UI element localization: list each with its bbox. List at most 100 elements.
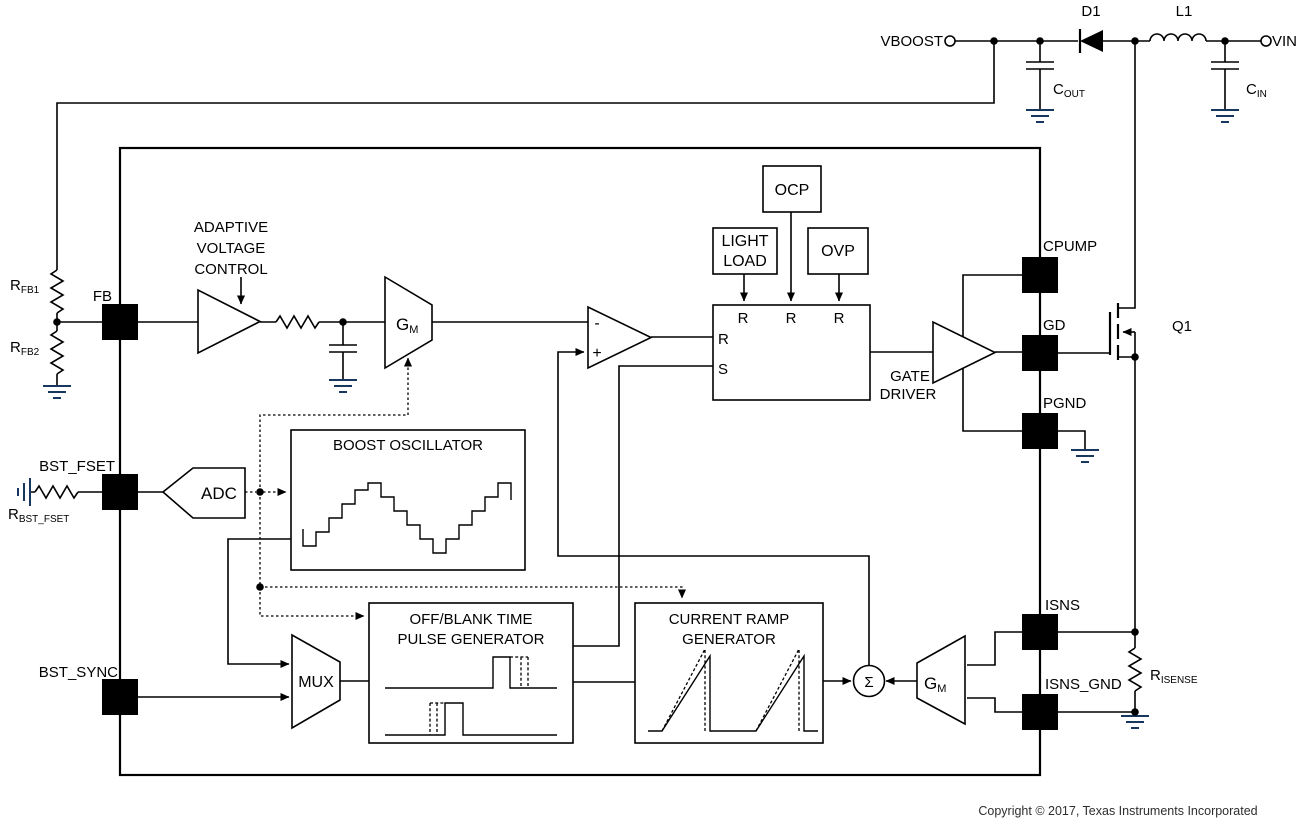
wire — [138, 321, 385, 380]
capacitor-cin — [1210, 61, 1240, 123]
adc-block — [161, 467, 246, 519]
latch-reset-label-1: R — [738, 310, 749, 327]
capacitor-plates-icon — [1211, 61, 1239, 70]
inductor-coil-icon — [1149, 33, 1207, 42]
staircase-wave-icon — [302, 482, 512, 554]
junction-dot — [256, 583, 264, 591]
ground-icon — [42, 385, 72, 399]
d1-label: D1 — [1081, 3, 1100, 20]
gm1-label: GM — [396, 315, 418, 336]
pulse-wave-icon — [385, 702, 557, 736]
risense-label: RISENSE — [1150, 667, 1198, 686]
junction-dot — [1221, 37, 1229, 45]
resistor-rbst-fset — [17, 477, 79, 507]
pin-pgnd — [1022, 413, 1058, 449]
wire — [1058, 430, 1086, 450]
latch-s-input-label: S — [718, 361, 728, 378]
resistor-rfb2 — [42, 330, 72, 399]
pgnd-pin-label: PGND — [1043, 395, 1087, 412]
latch-r-input-label: R — [718, 331, 729, 348]
isns-gnd-pin-label: ISNS_GND — [1045, 676, 1122, 693]
sawtooth-wave-dashed-icon — [661, 648, 800, 732]
wire — [432, 321, 1022, 353]
ocp-block — [762, 165, 822, 213]
ground-icon — [1025, 109, 1055, 123]
inductor-l1 — [1149, 33, 1207, 42]
offblank-generator-block — [368, 602, 574, 744]
junction-dot — [1131, 628, 1139, 636]
oscillator-waveform — [302, 482, 512, 554]
ic-pins — [102, 257, 1058, 730]
junction-dot — [53, 318, 61, 326]
junction-dots — [53, 37, 1229, 716]
ocp-label: OCP — [775, 182, 810, 199]
pin-bst-fset — [102, 474, 138, 510]
light-load-label-line2: LOAD — [723, 253, 767, 270]
wire — [967, 631, 1022, 713]
avc-amplifier-triangle — [197, 288, 262, 355]
adc-label: ADC — [201, 484, 237, 503]
latch-reset-label-3: R — [834, 310, 845, 327]
pgnd-ground-icon — [1070, 449, 1100, 463]
gate-driver-label-line2: DRIVER — [880, 386, 937, 403]
fb-pin-label: FB — [93, 288, 112, 305]
q1-source-wire — [1118, 332, 1136, 632]
ground-icon — [1120, 715, 1150, 729]
wire — [56, 313, 102, 386]
resistor-zigzag-icon — [49, 330, 65, 375]
q1-label: Q1 — [1172, 318, 1192, 335]
s-input-wire — [573, 365, 713, 647]
comparator-plus-label: + — [592, 345, 601, 362]
diode-d1 — [1078, 29, 1103, 53]
ovp-block — [807, 227, 869, 275]
wire — [1058, 631, 1136, 716]
wire — [1039, 41, 1226, 110]
avc-label-line1: ADAPTIVE — [194, 219, 268, 236]
junction-dot — [1131, 353, 1139, 361]
sum-to-comparator-wire — [557, 348, 870, 665]
rfb2-label: RFB2 — [10, 339, 40, 358]
resistor-zigzag-icon — [34, 484, 79, 500]
vin-label: VIN — [1272, 33, 1297, 50]
ic-boundary-box — [118, 146, 1042, 777]
mux-label: MUX — [298, 674, 334, 691]
cin-label: CIN — [1246, 81, 1267, 100]
ovp-label: OVP — [821, 243, 855, 260]
resistor-rfb1 — [49, 269, 65, 314]
gm-amplifier-block — [384, 275, 433, 370]
vin-terminal — [1260, 35, 1272, 47]
ground-icon — [1210, 109, 1240, 123]
light-load-block — [712, 227, 778, 275]
pulse-wave-dashed-icon — [510, 656, 529, 688]
pin-isns — [1022, 614, 1058, 650]
gate-driver-label-line1: GATE — [890, 368, 930, 385]
adc-dotted-net — [245, 357, 686, 620]
pulse-wave-icon — [385, 656, 557, 689]
boost-oscillator-block — [290, 429, 526, 571]
q1-drain-wire — [1118, 41, 1136, 309]
resistor-zigzag-icon — [275, 314, 320, 330]
sigma-label: Σ — [864, 674, 873, 691]
internal-comp-capacitor — [328, 344, 358, 393]
offblank-title-line1: OFF/BLANK TIME — [409, 611, 532, 628]
ramp-waveforms — [648, 648, 818, 732]
comparator-minus-label: - — [594, 315, 599, 332]
wire — [340, 680, 635, 683]
boost-oscillator-title: BOOST OSCILLATOR — [333, 437, 483, 454]
rs-latch-block — [712, 304, 871, 401]
dotted-to-offblank-arrow — [259, 587, 365, 620]
gd-pin-label: GD — [1043, 317, 1066, 334]
sawtooth-wave-icon — [648, 653, 818, 732]
junction-dot — [256, 488, 264, 496]
feedback-wire — [56, 41, 995, 270]
terminal-circle-icon — [944, 35, 956, 47]
avc-label-line2: VOLTAGE — [197, 240, 266, 257]
vboost-label: VBOOST — [880, 33, 943, 50]
capacitor-plates-icon — [1026, 61, 1054, 70]
wires-mosfet-sense — [1058, 41, 1136, 716]
rfb1-label: RFB1 — [10, 277, 40, 296]
latch-reset-label-2: R — [786, 310, 797, 327]
capacitor-plates-icon — [329, 344, 357, 353]
